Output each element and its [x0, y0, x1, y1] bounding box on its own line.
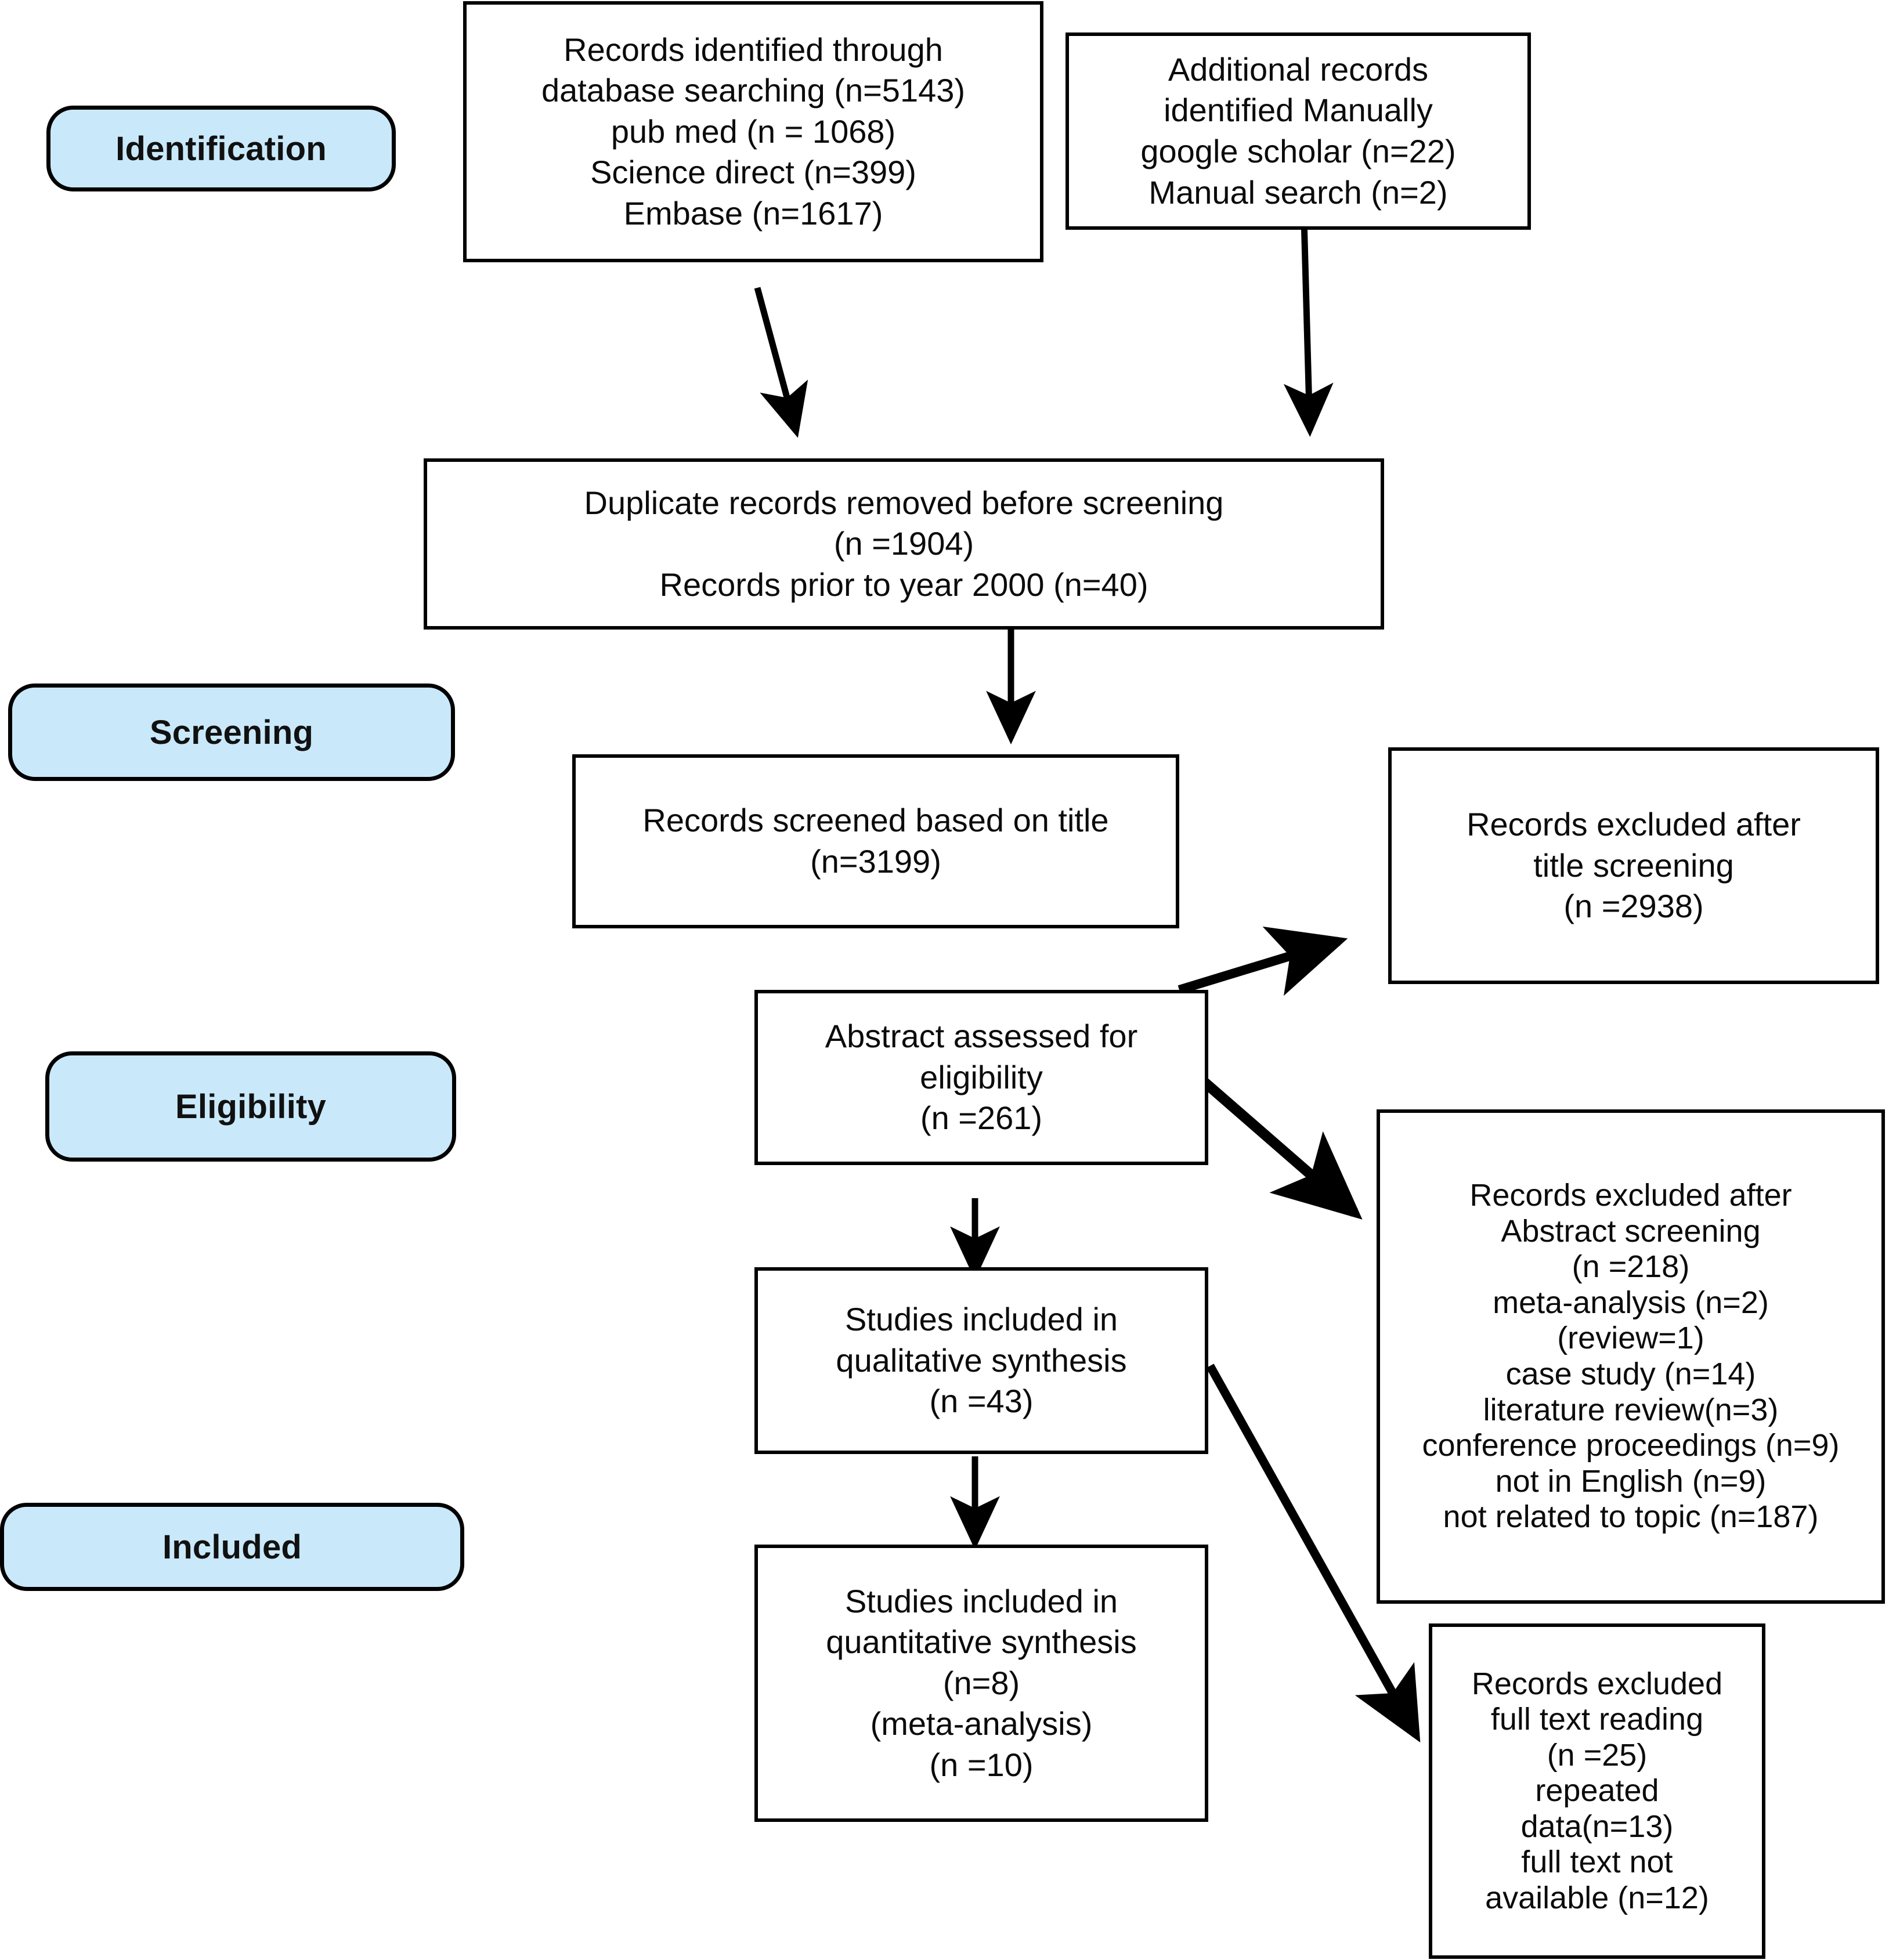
- title-screened-line-1: Records screened based on title: [642, 802, 1109, 839]
- stage-label-screening: Screening: [149, 713, 314, 751]
- abstract-excluded-line-2: Abstract screening: [1501, 1213, 1761, 1249]
- fulltext-excluded-line-6: full text not: [1521, 1845, 1673, 1880]
- box-manual-search: Additional records identified Manually g…: [1066, 32, 1531, 230]
- box-title-excluded: Records excluded after title screening (…: [1388, 747, 1879, 984]
- box-qualitative-synthesis: Studies included in qualitative synthesi…: [754, 1267, 1208, 1454]
- database-search-line-5: Embase (n=1617): [623, 194, 883, 232]
- abstract-assessed-line-2: eligibility: [920, 1058, 1043, 1095]
- quantitative-synthesis-line-4: (meta-analysis): [870, 1705, 1093, 1742]
- arrow-db-to-duplicates: [754, 287, 808, 438]
- duplicates-removed-line-2: (n =1904): [833, 525, 974, 562]
- stage-label-eligibility: Eligibility: [175, 1087, 326, 1126]
- database-search-line-4: Science direct (n=399): [590, 154, 916, 191]
- manual-search-line-2: identified Manually: [1164, 92, 1433, 129]
- abstract-excluded-line-7: literature review(n=3): [1483, 1392, 1779, 1427]
- box-duplicates-removed: Duplicate records removed before screeni…: [424, 458, 1384, 630]
- box-title-screened: Records screened based on title (n=3199): [572, 754, 1179, 928]
- title-excluded-line-2: title screening: [1533, 847, 1734, 884]
- manual-search-line-4: Manual search (n=2): [1148, 173, 1448, 211]
- title-excluded-line-3: (n =2938): [1563, 888, 1704, 925]
- arrow-abstract-to-abstract-excluded: [1199, 1076, 1363, 1220]
- database-search-line-1: Records identified through: [564, 31, 943, 68]
- abstract-excluded-line-4: meta-analysis (n=2): [1493, 1285, 1769, 1320]
- abstract-excluded-line-3: (n =218): [1572, 1249, 1690, 1285]
- fulltext-excluded-line-2: full text reading: [1490, 1702, 1704, 1737]
- box-fulltext-excluded: Records excluded full text reading (n =2…: [1429, 1623, 1765, 1959]
- quantitative-synthesis-line-2: quantitative synthesis: [826, 1623, 1137, 1661]
- stage-chip-screening: Screening: [8, 684, 455, 781]
- database-search-line-3: pub med (n = 1068): [611, 113, 896, 150]
- stage-label-identification: Identification: [115, 129, 327, 168]
- fulltext-excluded-line-3: (n =25): [1547, 1737, 1648, 1773]
- qualitative-synthesis-line-1: Studies included in: [844, 1301, 1118, 1338]
- qualitative-synthesis-line-2: qualitative synthesis: [836, 1341, 1127, 1379]
- fulltext-excluded-line-5: data(n=13): [1520, 1809, 1674, 1844]
- box-database-search: Records identified through database sear…: [463, 1, 1043, 262]
- abstract-assessed-line-3: (n =261): [920, 1100, 1043, 1137]
- box-quantitative-synthesis: Studies included in quantitative synthes…: [754, 1545, 1208, 1822]
- quantitative-synthesis-line-5: (n =10): [929, 1746, 1034, 1783]
- qualitative-synthesis-line-3: (n =43): [929, 1383, 1034, 1420]
- fulltext-excluded-line-7: available (n=12): [1485, 1880, 1709, 1915]
- quantitative-synthesis-line-1: Studies included in: [844, 1582, 1118, 1619]
- title-excluded-line-1: Records excluded after: [1467, 806, 1801, 843]
- abstract-excluded-line-1: Records excluded after: [1469, 1178, 1792, 1213]
- stage-chip-identification: Identification: [46, 106, 396, 191]
- manual-search-line-3: google scholar (n=22): [1140, 133, 1456, 169]
- arrow-screened-to-title-excluded: [1178, 926, 1348, 996]
- fulltext-excluded-line-4: repeated: [1535, 1773, 1659, 1809]
- fulltext-excluded-line-1: Records excluded: [1471, 1666, 1723, 1701]
- duplicates-removed-line-1: Duplicate records removed before screeni…: [584, 484, 1224, 521]
- abstract-assessed-line-1: Abstract assessed for: [825, 1018, 1138, 1055]
- box-abstract-excluded: Records excluded after Abstract screenin…: [1377, 1109, 1885, 1604]
- abstract-excluded-line-10: not related to topic (n=187): [1443, 1499, 1819, 1535]
- abstract-excluded-line-5: (review=1): [1557, 1321, 1704, 1356]
- stage-chip-eligibility: Eligibility: [45, 1051, 456, 1162]
- box-abstract-assessed: Abstract assessed for eligibility (n =26…: [754, 990, 1208, 1165]
- quantitative-synthesis-line-3: (n=8): [942, 1664, 1020, 1701]
- manual-search-line-1: Additional records: [1168, 50, 1429, 88]
- abstract-excluded-line-9: not in English (n=9): [1495, 1463, 1767, 1499]
- title-screened-line-2: (n=3199): [810, 843, 941, 880]
- stage-label-included: Included: [162, 1528, 302, 1566]
- duplicates-removed-line-3: Records prior to year 2000 (n=40): [659, 566, 1148, 603]
- stage-chip-included: Included: [0, 1503, 464, 1591]
- abstract-excluded-line-6: case study (n=14): [1505, 1357, 1756, 1391]
- abstract-excluded-line-8: conference proceedings (n=9): [1422, 1428, 1840, 1463]
- database-search-line-2: database searching (n=5143): [541, 72, 966, 109]
